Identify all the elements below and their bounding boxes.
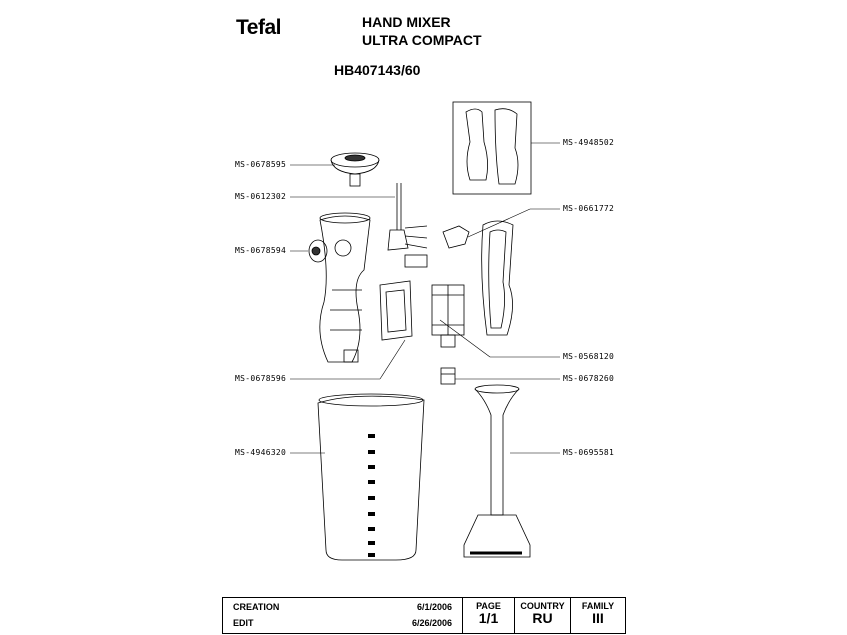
country-label: COUNTRY (520, 601, 565, 611)
top-cap-drawing (330, 152, 380, 187)
switch-rod-drawing (387, 183, 428, 268)
switch-clip-drawing (442, 225, 470, 249)
part-label: MS-0678594 (235, 246, 287, 255)
page-value: 1/1 (478, 610, 499, 626)
product-title-line2: ULTRA COMPACT (362, 32, 482, 48)
edit-label: EDIT (233, 618, 254, 628)
blender-foot-drawing (463, 384, 531, 558)
part-label: MS-0678595 (235, 160, 287, 169)
part-label: MS-0612302 (235, 192, 287, 201)
part-label: MS-0568120 (563, 352, 615, 361)
page-label: PAGE (476, 601, 501, 611)
creation-date: 6/1/2006 (416, 602, 452, 612)
family-value: III (592, 610, 604, 626)
part-label: MS-0695581 (563, 448, 615, 457)
family-label: FAMILY (581, 601, 615, 611)
product-title-line1: HAND MIXER (362, 14, 451, 30)
housing-shell-set-drawing (452, 101, 532, 195)
measurement-marks (368, 434, 375, 557)
beaker-drawing (317, 393, 425, 561)
handle-body-drawing (319, 212, 371, 363)
part-label: MS-0678596 (235, 374, 287, 383)
creation-label: CREATION (233, 602, 280, 612)
country-value: RU (532, 610, 553, 626)
model-number: HB407143/60 (334, 62, 421, 78)
page-cell: PAGE 1/1 (463, 598, 515, 633)
part-label: MS-4948502 (563, 138, 615, 147)
edit-date: 6/26/2006 (411, 618, 452, 628)
dates-cell: CREATION 6/1/2006 EDIT 6/26/2006 (223, 598, 463, 633)
brand-logo: Tefal (236, 16, 281, 39)
rear-housing-drawing (481, 220, 514, 336)
motor-drawing (431, 284, 465, 348)
part-label: MS-0661772 (563, 204, 615, 213)
part-label: MS-0678260 (563, 374, 615, 383)
leader-lines (290, 142, 560, 454)
family-cell: FAMILY III (571, 598, 625, 633)
part-label: MS-4946320 (235, 448, 287, 457)
motor-bracket-drawing (379, 280, 413, 341)
speed-button-drawing (308, 239, 328, 263)
title-block: CREATION 6/1/2006 EDIT 6/26/2006 PAGE 1/… (222, 597, 626, 634)
country-cell: COUNTRY RU (515, 598, 571, 633)
coupler-drawing (440, 367, 456, 385)
